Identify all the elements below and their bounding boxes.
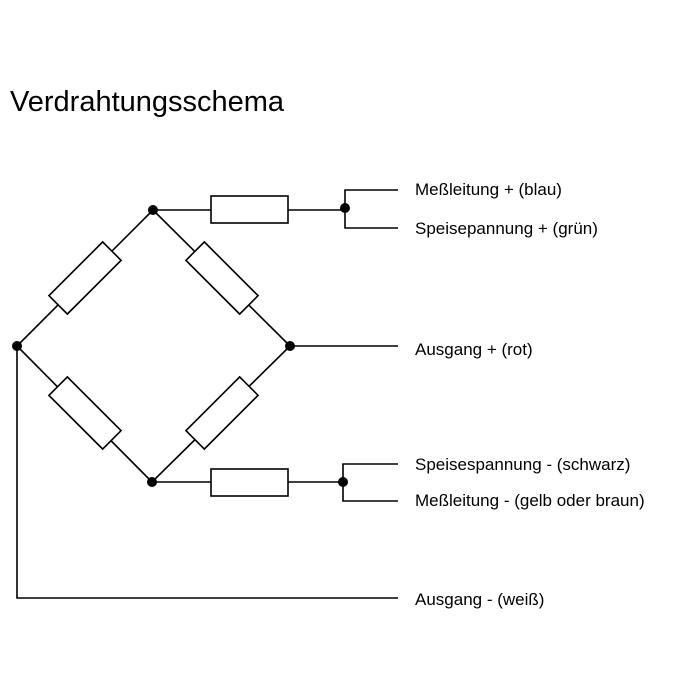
bottom-branch: [152, 463, 398, 502]
label-speisespannung-plus: Speisepannung + (grün): [415, 219, 598, 238]
resistor-lower-left: [47, 375, 123, 451]
node-bottom-branch: [338, 477, 348, 487]
resistor-lower-right: [184, 375, 260, 451]
node-right: [285, 341, 295, 351]
label-messleitung-minus: Meßleitung - (gelb oder braun): [415, 491, 645, 510]
resistor-bottom: [210, 468, 289, 497]
label-ausgang-plus: Ausgang + (rot): [415, 340, 533, 359]
node-left: [12, 341, 22, 351]
bridge-wires: [16, 209, 291, 483]
node-top: [148, 205, 158, 215]
diagram-title: Verdrahtungsschema: [10, 86, 285, 118]
node-bottom: [147, 477, 157, 487]
resistor-top: [210, 195, 289, 224]
node-top-branch: [340, 203, 350, 213]
resistor-upper-right: [184, 240, 260, 316]
wire-output-minus: [16, 346, 398, 599]
label-speisespannung-minus: Speisespannung - (schwarz): [415, 455, 630, 474]
resistor-upper-left: [47, 240, 123, 316]
label-messleitung-plus: Meßleitung + (blau): [415, 180, 562, 199]
top-branch: [153, 189, 398, 229]
label-ausgang-minus: Ausgang - (weiß): [415, 590, 544, 609]
junction-nodes: [12, 203, 350, 487]
